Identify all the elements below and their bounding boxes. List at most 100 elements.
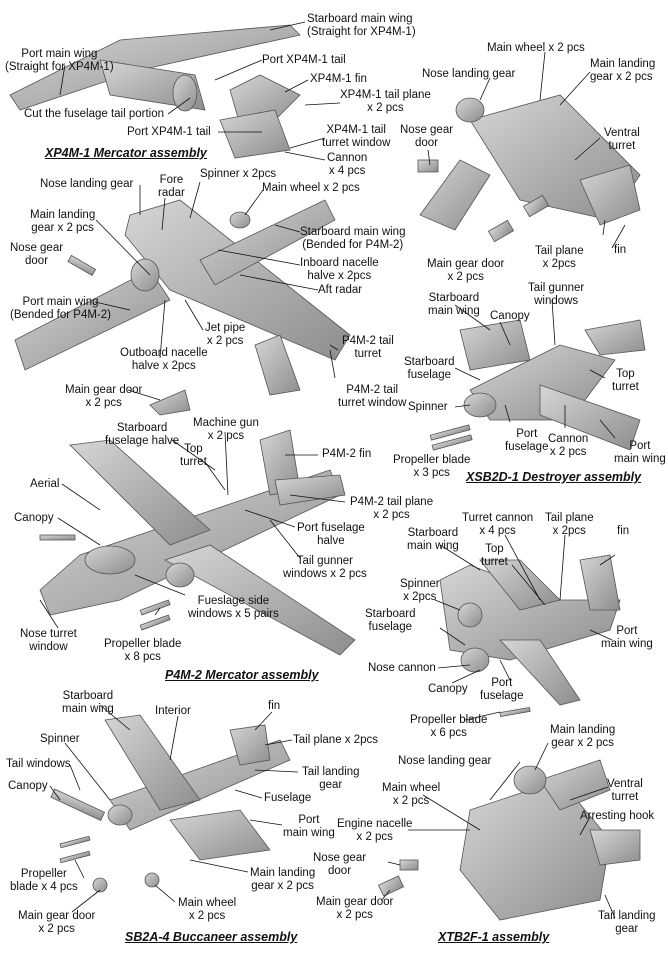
xtb2f-mid-model: [439, 554, 621, 706]
label-xsb2d1-canopy: Canopy: [490, 310, 530, 322]
label-p4m2-port-wing-bended: Port main wing(Bended for P4M-2): [10, 296, 111, 321]
xsb2d1-model: [429, 319, 646, 451]
label-p4m2-main-wheel: Main wheel x 2 pcs: [262, 182, 360, 194]
caption-p4m2: P4M-2 Mercator assembly: [165, 668, 319, 682]
label-xp4m1-port-wing: Port main wing(Straight for XP4M-1): [5, 48, 114, 73]
caption-xtb2f1: XTB2F-1 assembly: [438, 930, 550, 944]
xtb2f1-model: [377, 706, 641, 921]
label-xp4m1-port-tail-2: Port XP4M-1 tail: [127, 126, 211, 138]
label-xp4m1-cut-fuselage: Cut the fuselage tail portion: [24, 108, 165, 120]
sb2a4-model: [50, 714, 291, 893]
xtb2f-top-model: [417, 94, 641, 243]
label-xtb2f-mid-nose-cannon: Nose cannon: [368, 662, 436, 674]
leader-lines: [39, 21, 626, 919]
caption-sb2a4: SB2A-4 Buccaneer assembly: [125, 930, 298, 944]
label-p4m2-spinner: Spinner x 2pcs: [200, 168, 277, 180]
label-xtb2f-top-main-wheel: Main wheel x 2 pcs: [487, 42, 585, 54]
label-p4m2-fin: P4M-2 fin: [322, 448, 372, 460]
label-xp4m1-fin: XP4M-1 fin: [310, 73, 367, 85]
label-sb2a4-fin: fin: [268, 700, 281, 712]
caption-xsb2d1: XSB2D-1 Destroyer assembly: [466, 470, 642, 484]
label-p4m2-aerial: Aerial: [30, 478, 60, 490]
xp4m1-model: [9, 24, 301, 159]
caption-xp4m1: XP4M-1 Mercator assembly: [45, 146, 207, 160]
label-xtb2f1-nose-landing-gear: Nose landing gear: [398, 755, 492, 767]
label-xp4m1-port-tail: Port XP4M-1 tail: [262, 54, 346, 66]
label-p4m2-nose-landing-gear: Nose landing gear: [40, 178, 134, 190]
label-p4m2-aft-radar: Aft radar: [318, 284, 363, 296]
label-sb2a4-canopy: Canopy: [8, 780, 48, 792]
label-p4m2-canopy: Canopy: [14, 512, 54, 524]
label-sb2a4-spinner: Spinner: [40, 733, 80, 745]
label-xtb2f-top-nose-landing-gear: Nose landing gear: [422, 68, 516, 80]
p4m2-parts-model: [14, 199, 351, 416]
label-xtb2f-mid-fin: fin: [617, 525, 630, 537]
label-sb2a4-tail-windows: Tail windows: [6, 758, 71, 770]
label-sb2a4-interior: Interior: [155, 705, 191, 717]
label-xp4m1-starboard-wing: Starboard main wing(Straight for XP4M-1): [307, 13, 416, 38]
label-xtb2f-top-fin: fin: [614, 244, 627, 256]
p4m2-model: [39, 429, 356, 656]
label-p4m2-starboard-wing-bended: Starboard main wing(Bended for P4M-2): [300, 226, 406, 251]
label-xtb2f1-arresting-hook: Arresting hook: [580, 810, 655, 822]
label-xtb2f-mid-canopy: Canopy: [428, 683, 468, 695]
